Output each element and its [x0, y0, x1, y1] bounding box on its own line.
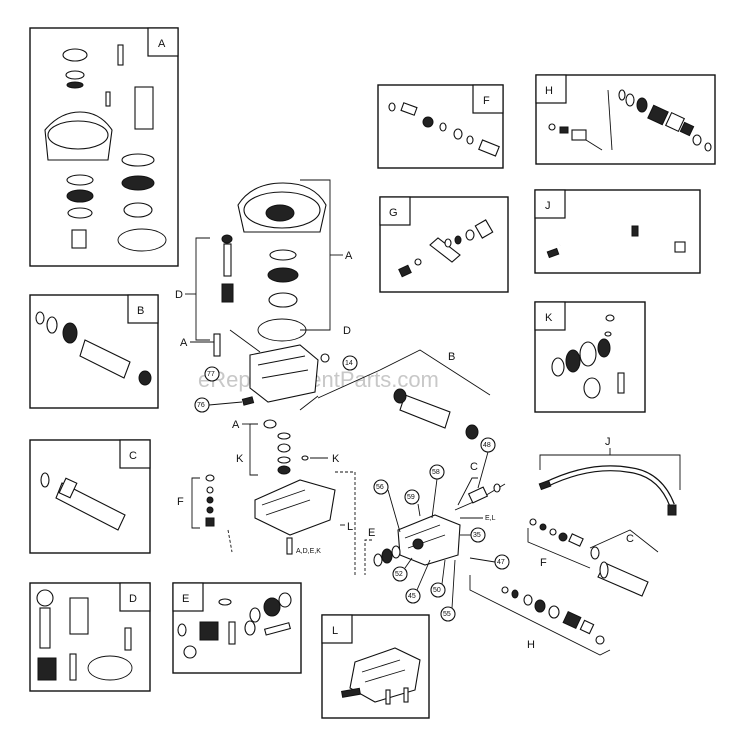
callout-45: 45	[408, 593, 416, 600]
outlet-manifold-assembly: 56 58 59 48 35 52 45 50 55 47 C E,L E	[364, 436, 681, 656]
kit-label-l: L	[332, 625, 338, 637]
kit-box-k[interactable]: K	[534, 301, 646, 413]
leader-label-h-bottom: H	[527, 639, 535, 651]
kit-box-l[interactable]: L	[321, 614, 430, 719]
callout-56: 56	[376, 484, 384, 491]
leader-label-el: E,L	[485, 515, 496, 522]
callout-50: 50	[433, 587, 441, 594]
callout-58: 58	[432, 469, 440, 476]
kit-box-f[interactable]: F	[377, 84, 504, 169]
leader-label-j-right: J	[605, 436, 611, 448]
kit-label-g: G	[389, 207, 398, 219]
outlet-manifold	[397, 514, 461, 566]
kit-box-d[interactable]: D	[29, 582, 151, 692]
leader-label-b-right: B	[448, 351, 455, 363]
kit-label-f: F	[483, 95, 490, 107]
callout-14: 14	[345, 360, 353, 367]
kit-label-h: H	[545, 85, 553, 97]
kit-box-h[interactable]: H	[535, 74, 716, 165]
kit-box-e[interactable]: E	[172, 582, 302, 674]
callout-55: 55	[443, 611, 451, 618]
callout-48: 48	[483, 442, 491, 449]
leader-label-e-mid: E	[368, 527, 375, 539]
pump-manifold-upper	[249, 344, 319, 403]
leader-label-adek: A,D,E,K	[296, 548, 321, 555]
callout-52: 52	[395, 571, 403, 578]
callout-77: 77	[207, 371, 215, 378]
watermark: eReplacementParts.com	[198, 367, 439, 392]
kit-label-k: K	[545, 312, 553, 324]
kit-box-b[interactable]: B	[29, 294, 159, 409]
callout-35: 35	[473, 532, 481, 539]
leader-label-f-left: F	[177, 496, 184, 508]
leader-label-a-mid: A	[232, 419, 240, 431]
leader-label-d-left: D	[175, 289, 183, 301]
leader-label-l-right: L	[347, 521, 353, 533]
kit-label-a: A	[158, 38, 166, 50]
leader-label-a-top: A	[345, 250, 353, 262]
pump-head-lower	[254, 479, 336, 536]
kit-box-j[interactable]: J	[534, 189, 701, 274]
leader-label-k-left: K	[236, 453, 244, 465]
leader-label-c-right: C	[626, 533, 634, 545]
central-exploded-assembly: A D D A 76 77 14 B	[175, 179, 491, 575]
kit-label-e: E	[182, 593, 189, 605]
leader-label-a-left: A	[180, 337, 188, 349]
kit-label-j: J	[545, 200, 551, 212]
kit-box-g[interactable]: G	[379, 196, 509, 293]
callout-47: 47	[497, 559, 505, 566]
leader-label-k-right: K	[332, 453, 340, 465]
callout-59: 59	[407, 494, 415, 501]
leader-label-c-mid: C	[470, 461, 478, 473]
kit-label-c: C	[129, 450, 137, 462]
callout-76: 76	[197, 402, 205, 409]
leader-label-f-bottom: F	[540, 557, 547, 569]
kit-box-a[interactable]: A	[29, 27, 179, 267]
kit-label-d: D	[129, 593, 137, 605]
leader-label-d-top: D	[343, 325, 351, 337]
kit-label-b: B	[137, 305, 144, 317]
kit-box-c[interactable]: C	[29, 439, 151, 554]
